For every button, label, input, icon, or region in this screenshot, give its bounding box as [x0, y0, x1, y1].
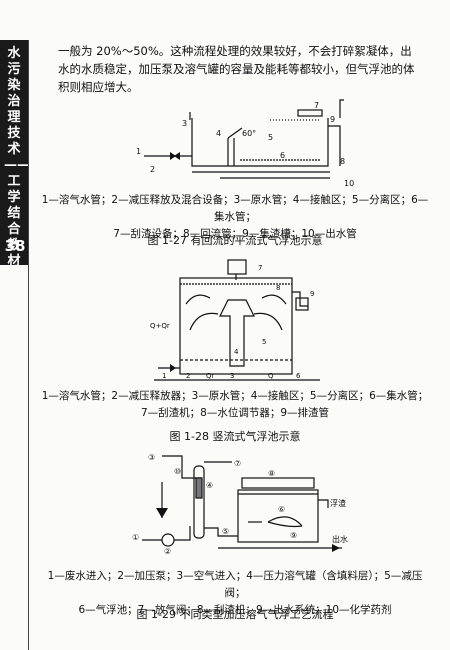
fig27-label-9: 9 [330, 115, 335, 124]
fig29-legend: 1—废水进入；2—加压泵；3—空气进入；4—压力溶气罐（含填料层）；5—减压阀；… [40, 568, 430, 619]
fig27-legend-line2: 7—刮渣设备；8—回流管；9—集渣槽；10—出水管 [113, 228, 357, 240]
fig27-caption: 图 1-27 有回流的平流式气浮池示意 [147, 234, 323, 247]
fig29-label-5: ⑤ [222, 527, 229, 536]
fig29-label-outlet: 出水 [332, 534, 348, 544]
side-title: 水污染治理技术——工学结合教材 [4, 46, 30, 269]
fig28-label-qr: Qr [206, 372, 215, 380]
fig29-legend-line1: 1—废水进入；2—加压泵；3—空气进入；4—压力溶气罐（含填料层）；5—减压阀； [47, 570, 423, 599]
fig27-label-2: 2 [150, 165, 155, 174]
fig28-label-5: 5 [262, 338, 266, 346]
fig29-label-6: ⑥ [278, 505, 285, 514]
fig29-label-7: ⑦ [234, 459, 241, 468]
fig28-label-8: 8 [276, 284, 280, 292]
side-tab: 水污染治理技术——工学结合教材 38 [0, 0, 30, 650]
figure-1-28: Q+Qr 1 2 3 4 5 6 7 8 9 Qr Q [150, 259, 320, 381]
fig29-label-4: ④ [206, 481, 213, 490]
figure-1-29: ③ ⑩ ① ② ④ ⑦ ⑤ ⑧ ⑥ ⑨ 浮渣 出水 [132, 453, 348, 556]
fig28-label-qqr: Q+Qr [150, 322, 170, 330]
fig27-angle: 60° [242, 129, 256, 138]
fig28-label-1: 1 [162, 372, 166, 380]
fig28-label-q: Q [268, 372, 274, 380]
side-title-box [0, 40, 28, 265]
fig28-label-3: 3 [230, 372, 234, 380]
fig27-label-4: 4 [216, 129, 221, 138]
fig27-legend-line1: 1—溶气水管；2—减压释放及混合设备；3—原水管；4—接触区；5—分离区；6—集… [41, 194, 429, 223]
fig28-legend: 1—溶气水管；2—减压释放器；3—原水管；4—接触区；5—分离区；6—集水管； … [40, 388, 430, 422]
fig28-label-9: 9 [310, 290, 314, 298]
fig27-label-3: 3 [182, 119, 187, 128]
fig27-label-6: 6 [280, 151, 285, 160]
fig27-label-10: 10 [344, 179, 354, 188]
fig27-label-5: 5 [268, 133, 273, 142]
fig28-legend-line2: 7—刮渣机；8—水位调节器；9—排渣管 [140, 407, 330, 419]
fig28-label-6: 6 [296, 372, 301, 380]
fig27-label-1: 1 [136, 147, 141, 156]
fig29-label-2: ② [164, 547, 171, 556]
fig29-label-3: ③ [148, 453, 155, 462]
fig29-label-9: ⑨ [290, 531, 297, 540]
intro-paragraph: 一般为 20%～50%。这种流程处理的效果较好，不会打碎絮凝体，出水的水质稳定，… [58, 44, 415, 94]
fig28-caption: 图 1-28 竖流式气浮池示意 [169, 430, 301, 443]
fig29-legend-line2: 6—气浮池；7—放气阀；8—刮渣机；9—出水系统；10—化学药剂 [78, 604, 392, 616]
divider [28, 40, 29, 650]
fig29-label-10: ⑩ [174, 467, 181, 476]
fig28-legend-line1: 1—溶气水管；2—减压释放器；3—原水管；4—接触区；5—分离区；6—集水管； [41, 390, 429, 402]
fig29-label-8: ⑧ [268, 469, 275, 478]
fig29-label-1: ① [132, 533, 139, 542]
fig27-label-7: 7 [314, 101, 319, 110]
fig29-label-scum: 浮渣 [330, 498, 346, 508]
fig27-label-8: 8 [340, 157, 345, 166]
fig27-legend: 1—溶气水管；2—减压释放及混合设备；3—原水管；4—接触区；5—分离区；6—集… [40, 192, 430, 243]
fig29-caption: 图 1-29 不同类型加压溶气气浮工艺流程 [136, 608, 334, 621]
fig28-label-4: 4 [234, 348, 239, 356]
fig28-label-7: 7 [258, 264, 262, 272]
fig28-label-2: 2 [186, 372, 190, 380]
page-number: 38 [4, 237, 26, 255]
figure-1-27: 1 2 3 4 5 6 7 9 10 8 60° [136, 99, 354, 188]
